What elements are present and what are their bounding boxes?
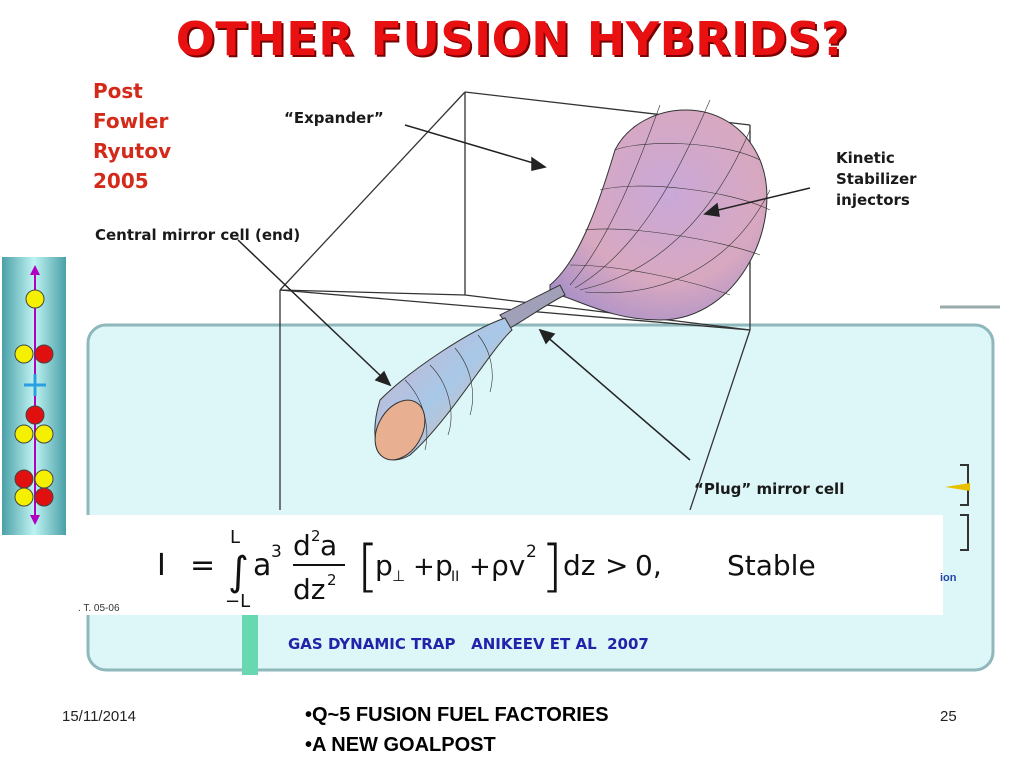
eq-equals: = bbox=[190, 548, 215, 583]
svg-text:3: 3 bbox=[271, 542, 282, 562]
eq-upper-limit: L bbox=[230, 527, 240, 548]
svg-text:p: p bbox=[435, 549, 453, 582]
author-ryutov: Ryutov bbox=[93, 139, 172, 163]
svg-text:ρv: ρv bbox=[491, 549, 525, 582]
eq-integral: ∫ bbox=[228, 549, 249, 595]
expander-label: “Expander” bbox=[284, 109, 384, 127]
tube-end bbox=[374, 399, 426, 461]
svg-text:p: p bbox=[375, 549, 393, 582]
svg-text:0,: 0, bbox=[635, 549, 662, 582]
throat bbox=[499, 284, 566, 329]
svg-text:2: 2 bbox=[311, 527, 321, 545]
svg-text:2: 2 bbox=[327, 571, 337, 589]
svg-text:⊥: ⊥ bbox=[392, 567, 405, 585]
side-fragment: ion bbox=[940, 572, 957, 584]
author-year: 2005 bbox=[93, 169, 149, 193]
kinetic-line-2: Stabilizer bbox=[836, 170, 917, 188]
kinetic-line-3: injectors bbox=[836, 191, 910, 209]
svg-text:II: II bbox=[451, 569, 459, 585]
author-post: Post bbox=[93, 79, 143, 103]
eq-stable: Stable bbox=[727, 549, 816, 582]
svg-text:2: 2 bbox=[526, 542, 537, 562]
svg-text:dz: dz bbox=[293, 573, 325, 606]
author-fowler: Fowler bbox=[93, 109, 169, 133]
svg-text:+: + bbox=[413, 552, 435, 582]
arrow-down-icon bbox=[30, 515, 40, 525]
svg-text:a: a bbox=[253, 548, 271, 583]
slide-title: OTHER FUSION HYBRIDS? bbox=[175, 12, 849, 66]
svg-text:[: [ bbox=[357, 534, 379, 599]
kinetic-line-1: Kinetic bbox=[836, 149, 895, 167]
gdt-caption: GAS DYNAMIC TRAP ANIKEEV ET AL 2007 bbox=[288, 635, 649, 653]
svg-text:dz: dz bbox=[563, 549, 595, 582]
small-reference: . T. 05-06 bbox=[78, 603, 120, 614]
authors-list: Post Fowler Ryutov 2005 bbox=[93, 76, 233, 196]
label-arrows bbox=[237, 124, 811, 461]
bullet-list: •Q~5 FUSION FUEL FACTORIES •A NEW GOALPO… bbox=[305, 700, 609, 760]
kinetic-stabilizer-label: Kinetic Stabilizer injectors bbox=[836, 148, 917, 211]
mirror-diagram bbox=[237, 91, 811, 510]
plug-cell-label: “Plug” mirror cell bbox=[694, 480, 845, 498]
stability-equation: I = L −L ∫ a 3 d 2 a dz 2 [ p ⊥ + p II +… bbox=[75, 515, 943, 615]
central-cell-label: Central mirror cell (end) bbox=[95, 226, 301, 244]
arrow-up-icon bbox=[30, 265, 40, 275]
bullet-new-goalpost: •A NEW GOALPOST bbox=[305, 734, 496, 756]
svg-text:>: > bbox=[605, 549, 628, 582]
eq-lhs: I bbox=[157, 548, 166, 583]
footer-date: 15/11/2014 bbox=[62, 708, 136, 725]
green-bar bbox=[242, 605, 258, 675]
expander-bell bbox=[549, 109, 768, 321]
svg-text:]: ] bbox=[541, 534, 563, 599]
svg-text:d: d bbox=[293, 529, 311, 562]
svg-text:a: a bbox=[320, 529, 337, 562]
page-number: 25 bbox=[940, 708, 957, 725]
svg-text:+: + bbox=[469, 552, 491, 582]
particle-strip bbox=[2, 257, 66, 535]
eq-lower-limit: −L bbox=[225, 591, 250, 612]
bullet-fuel-factories: •Q~5 FUSION FUEL FACTORIES bbox=[305, 704, 609, 726]
